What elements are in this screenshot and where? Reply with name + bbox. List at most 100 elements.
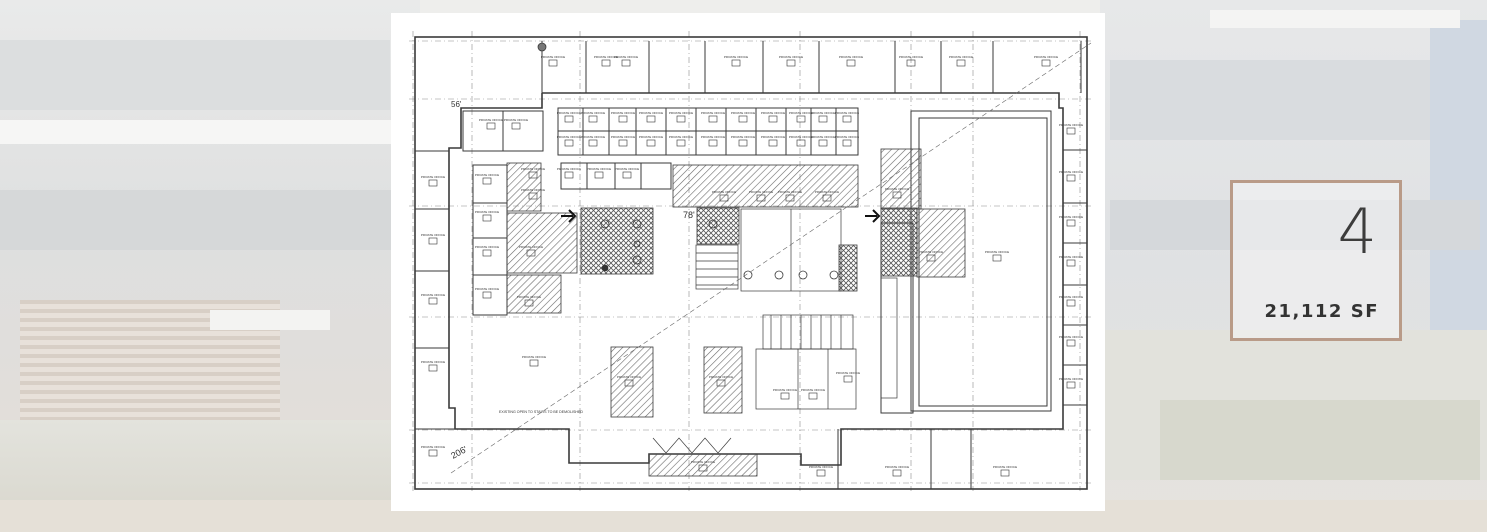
room-label: PRIVATE OFFICE: [594, 55, 618, 59]
room-label: PRIVATE OFFICE: [522, 355, 546, 359]
room-tag: [646, 115, 656, 123]
room-label: PRIVATE OFFICE: [1059, 377, 1083, 381]
room-label: PRIVATE OFFICE: [701, 135, 725, 139]
room-label: PRIVATE OFFICE: [778, 190, 802, 194]
room-label: PRIVATE OFFICE: [421, 293, 445, 297]
room-tag: [992, 254, 1002, 262]
room-tag: [564, 115, 574, 123]
dimension-78: 78': [683, 210, 695, 220]
room-tag: [1066, 299, 1076, 307]
room-label: PRIVATE OFFICE: [557, 167, 581, 171]
stairs: [652, 208, 898, 454]
room-tag: [1041, 59, 1051, 67]
fixtures: [537, 42, 839, 280]
room-label: PRIVATE OFFICE: [421, 233, 445, 237]
room-label: PRIVATE OFFICE: [985, 250, 1009, 254]
room-tag: [731, 59, 741, 67]
dimension-206: 206': [449, 444, 469, 461]
room-label: PRIVATE OFFICE: [885, 465, 909, 469]
room-label: PRIVATE OFFICE: [749, 190, 773, 194]
room-tag: [529, 359, 539, 367]
room-tag: [719, 194, 729, 202]
room-label: PRIVATE OFFICE: [521, 167, 545, 171]
room-label: PRIVATE OFFICE: [475, 287, 499, 291]
room-tag: [622, 171, 632, 179]
floor-area: 21,112 SF: [1264, 301, 1379, 322]
room-label: PRIVATE OFFICE: [479, 118, 503, 122]
room-label: PRIVATE OFFICE: [521, 188, 545, 192]
room-tag: [846, 59, 856, 67]
room-tag: [756, 194, 766, 202]
room-tag: [768, 139, 778, 147]
room-tag: [528, 171, 538, 179]
plan-annotations: 56' 78' 206' EXISTING OPEN TO STAIRS TO …: [449, 100, 695, 461]
room-tag: [646, 139, 656, 147]
room-tag: [526, 249, 536, 257]
room-tag: [956, 59, 966, 67]
room-tag: [594, 171, 604, 179]
room-tag: [428, 297, 438, 305]
room-label: PRIVATE OFFICE: [581, 135, 605, 139]
room-tag: [618, 139, 628, 147]
room-tag: [676, 139, 686, 147]
room-label: PRIVATE OFFICE: [761, 135, 785, 139]
room-tag: [624, 379, 634, 387]
room-label: PRIVATE OFFICE: [669, 135, 693, 139]
room-tag: [822, 194, 832, 202]
room-tag: [564, 171, 574, 179]
room-tag: [482, 249, 492, 257]
room-tag: [780, 392, 790, 400]
room-tag: [601, 59, 611, 67]
room-tag: [618, 115, 628, 123]
room-label: PRIVATE OFFICE: [421, 175, 445, 179]
room-label: PRIVATE OFFICE: [639, 135, 663, 139]
room-tag: [428, 237, 438, 245]
room-tag: [738, 115, 748, 123]
room-label: PRIVATE OFFICE: [789, 135, 813, 139]
floor-info-card: 4 21,112 SF: [1230, 180, 1402, 341]
floor-plan: PRIVATE OFFICE PRIVATE OFFICE PRIVATE OFFI…: [391, 13, 1105, 511]
room-tag: [1066, 174, 1076, 182]
diagonal-dimension-line: [450, 42, 1092, 474]
room-label: PRIVATE OFFICE: [614, 55, 638, 59]
room-tag: [708, 139, 718, 147]
room-tag: [785, 194, 795, 202]
room-tag: [1066, 259, 1076, 267]
room-tag: [1000, 469, 1010, 477]
dimension-56: 56': [451, 100, 462, 109]
room-label: PRIVATE OFFICE: [836, 371, 860, 375]
room-label: PRIVATE OFFICE: [475, 173, 499, 177]
room-label: PRIVATE OFFICE: [993, 465, 1017, 469]
room-label: PRIVATE OFFICE: [839, 55, 863, 59]
room-tag: [816, 469, 826, 477]
building-core: [506, 148, 966, 477]
room-tag: [796, 115, 806, 123]
room-tag: [528, 192, 538, 200]
room-label: PRIVATE OFFICE: [615, 167, 639, 171]
room-tag: [1066, 381, 1076, 389]
room-label: PRIVATE OFFICE: [789, 111, 813, 115]
room-tag: [892, 469, 902, 477]
room-label: PRIVATE OFFICE: [761, 111, 785, 115]
room-label: PRIVATE OFFICE: [421, 360, 445, 364]
room-tag: [524, 299, 534, 307]
room-label: PRIVATE OFFICE: [731, 111, 755, 115]
room-label: PRIVATE OFFICE: [639, 111, 663, 115]
room-label: PRIVATE OFFICE: [899, 55, 923, 59]
room-label: PRIVATE OFFICE: [709, 375, 733, 379]
room-tag: [564, 139, 574, 147]
room-label: PRIVATE OFFICE: [779, 55, 803, 59]
room-tag: [428, 364, 438, 372]
room-label: PRIVATE OFFICE: [669, 111, 693, 115]
room-label: PRIVATE OFFICE: [611, 111, 635, 115]
room-label: PRIVATE OFFICE: [557, 135, 581, 139]
room-tag: [842, 115, 852, 123]
room-label: PRIVATE OFFICE: [835, 111, 859, 115]
room-label: PRIVATE OFFICE: [919, 250, 943, 254]
room-tag: [892, 191, 902, 199]
room-label: PRIVATE OFFICE: [557, 111, 581, 115]
room-tag: [808, 392, 818, 400]
room-label: PRIVATE OFFICE: [1059, 215, 1083, 219]
perimeter-offices: [415, 41, 1087, 489]
floor-number: 4: [1337, 195, 1377, 268]
